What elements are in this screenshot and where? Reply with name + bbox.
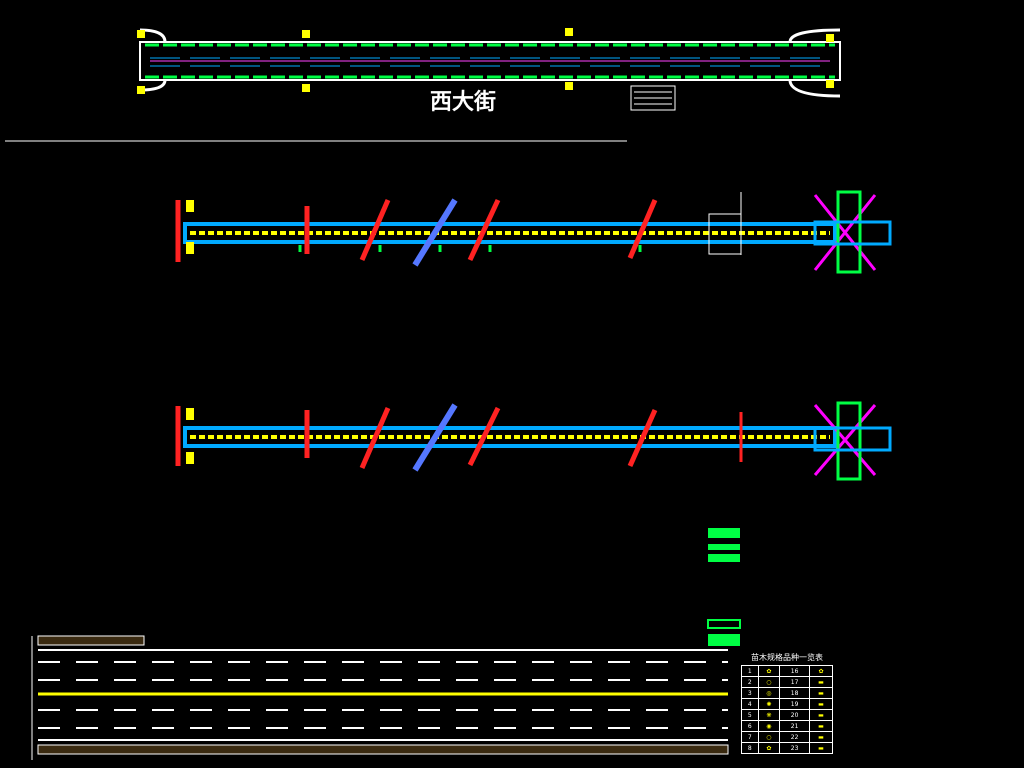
road-plan-1	[175, 190, 892, 274]
table-row: 2○17▬	[741, 676, 834, 688]
plant-symbol-icon: ◎	[757, 687, 781, 699]
row-number: 5	[741, 709, 759, 721]
table-row: 4✺19▬	[741, 698, 834, 710]
row-number: 4	[741, 698, 759, 710]
street-overview-plan	[137, 28, 841, 111]
plant-symbol-icon: ▬	[808, 687, 834, 699]
plant-symbol-icon: ✿	[757, 742, 781, 754]
row-number: 19	[779, 698, 810, 710]
plant-symbol-icon: ✺	[757, 698, 781, 710]
row-number: 20	[779, 709, 810, 721]
plant-symbol-icon: ▬	[808, 676, 834, 688]
plant-table: 苗木规格品种一览表 1✿16✿ 2○17▬ 3◎18▬ 4✺19▬ 5❋20▬ …	[741, 651, 834, 754]
plant-table-grid: 1✿16✿ 2○17▬ 3◎18▬ 4✺19▬ 5❋20▬ 6◉21▬ 7○22…	[741, 665, 834, 754]
row-number: 16	[779, 665, 810, 677]
plant-table-caption: 苗木规格品种一览表	[751, 653, 823, 662]
row-number: 7	[741, 731, 759, 743]
plant-symbol-icon: ◉	[757, 720, 781, 732]
row-number: 6	[741, 720, 759, 732]
row-number: 1	[741, 665, 759, 677]
row-number: 8	[741, 742, 759, 754]
plant-symbol-icon: ✿	[808, 665, 834, 677]
plant-symbol-icon: ▬	[808, 698, 834, 710]
table-row: 8✿23▬	[741, 742, 834, 754]
row-number: 18	[779, 687, 810, 699]
plant-symbol-icon: ○	[757, 731, 781, 743]
plant-symbol-icon: ▬	[808, 742, 834, 754]
street-title: 西大街	[429, 89, 496, 115]
road-plan-2	[175, 401, 892, 481]
plant-symbol-icon: ❋	[757, 709, 781, 721]
table-row: 3◎18▬	[741, 687, 834, 699]
row-number: 21	[779, 720, 810, 732]
table-row: 6◉21▬	[741, 720, 834, 732]
plant-symbol-icon: ▬	[808, 709, 834, 721]
table-row: 7○22▬	[741, 731, 834, 743]
row-number: 3	[741, 687, 759, 699]
lane-plan	[31, 635, 729, 760]
legend-symbols	[707, 528, 741, 646]
row-number: 2	[741, 676, 759, 688]
row-number: 22	[779, 731, 810, 743]
row-number: 23	[779, 742, 810, 754]
plant-symbol-icon: ▬	[808, 720, 834, 732]
table-row: 5❋20▬	[741, 709, 834, 721]
table-row: 1✿16✿	[741, 665, 834, 677]
plant-symbol-icon: ▬	[808, 731, 834, 743]
row-number: 17	[779, 676, 810, 688]
plant-symbol-icon: ✿	[757, 665, 781, 677]
plant-symbol-icon: ○	[757, 676, 781, 688]
